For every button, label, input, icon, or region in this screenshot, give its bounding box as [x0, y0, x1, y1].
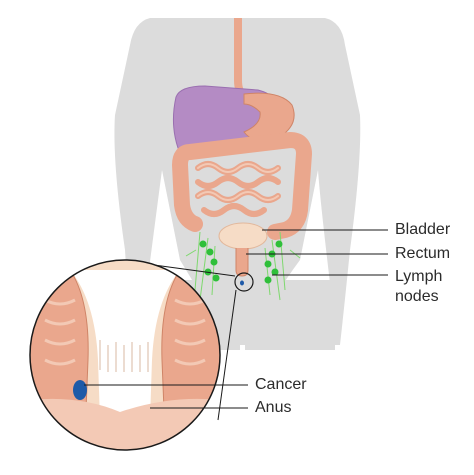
tumour-small	[240, 280, 244, 286]
magnified-view	[29, 259, 221, 451]
cancer-label: Cancer	[255, 376, 307, 393]
lymph-nodes	[199, 240, 283, 284]
leader-lines	[84, 229, 388, 409]
zoom-source-circle	[234, 272, 254, 292]
magnified-circle-border	[29, 259, 221, 451]
right-leg	[245, 280, 335, 350]
small-intestine-highlights	[197, 163, 279, 201]
bladder-label: Bladder	[395, 221, 451, 238]
lymph-nodes-label-line2: nodes	[395, 288, 439, 305]
lymph-node	[212, 274, 220, 282]
bladder	[218, 222, 268, 250]
rectum	[235, 248, 249, 277]
lymph-node	[275, 240, 283, 248]
lymph-node	[199, 240, 207, 248]
large-intestine	[171, 131, 313, 240]
lymph-node	[264, 276, 272, 284]
zoom-line-bottom	[217, 289, 237, 421]
lymph-node	[271, 268, 279, 276]
rectum-label: Rectum	[395, 245, 451, 262]
anus-label: Anus	[255, 399, 292, 416]
lymph-nodes-label-line1: Lymph	[395, 268, 443, 285]
lymph-node	[264, 260, 272, 268]
lymph-node	[206, 248, 214, 256]
lymph-node	[210, 258, 218, 266]
tumour	[73, 380, 87, 400]
